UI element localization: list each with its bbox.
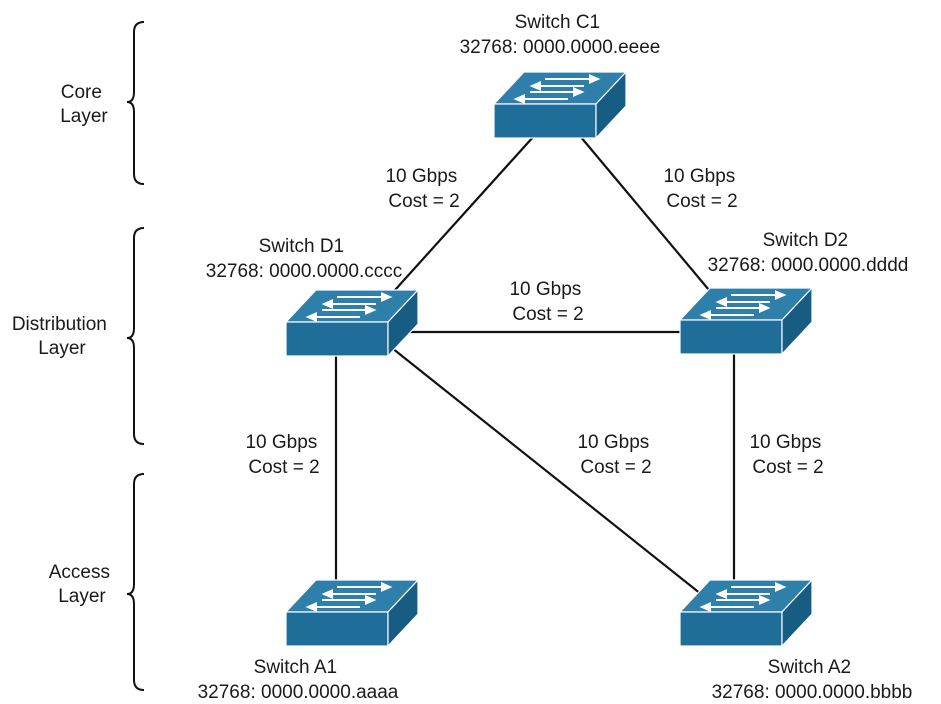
- switch-c1-icon[interactable]: [493, 71, 627, 139]
- switch-c1-label: Switch C1 32768: 0000.0000.eeee: [460, 12, 661, 58]
- link-d1-a2: [391, 347, 707, 599]
- switch-d1-icon[interactable]: [285, 289, 419, 357]
- switch-d1-label: Switch D1 32768: 0000.0000.cccc: [206, 236, 403, 282]
- link-c1-d2-label: 10 Gbps Cost = 2: [663, 166, 740, 212]
- switch-a2-icon[interactable]: [679, 579, 813, 647]
- link-c1-d1: [385, 135, 535, 301]
- link-d1-d2-label: 10 Gbps Cost = 2: [509, 279, 586, 325]
- core-layer-brace: [126, 21, 145, 185]
- link-d1-a1-label: 10 Gbps Cost = 2: [245, 432, 322, 478]
- switch-a1-label: Switch A1 32768: 0000.0000.aaaa: [198, 657, 399, 703]
- switch-a2-label: Switch A2 32768: 0000.0000.bbbb: [712, 657, 913, 703]
- distribution-layer-label: Distribution Layer: [12, 314, 112, 359]
- access-layer-brace: [126, 473, 145, 691]
- link-c1-d1-label: 10 Gbps Cost = 2: [385, 166, 462, 212]
- distribution-layer-brace: [126, 227, 145, 445]
- switch-a1-icon[interactable]: [285, 579, 419, 647]
- link-d2-a2-label: 10 Gbps Cost = 2: [749, 432, 826, 478]
- switch-d2-label: Switch D2 32768: 0000.0000.dddd: [708, 230, 909, 276]
- switch-d2-icon[interactable]: [679, 287, 813, 355]
- link-d1-a2-label: 10 Gbps Cost = 2: [577, 432, 654, 478]
- access-layer-label: Access Layer: [49, 562, 116, 607]
- core-layer-label: Core Layer: [60, 82, 108, 127]
- link-c1-d2: [579, 135, 715, 297]
